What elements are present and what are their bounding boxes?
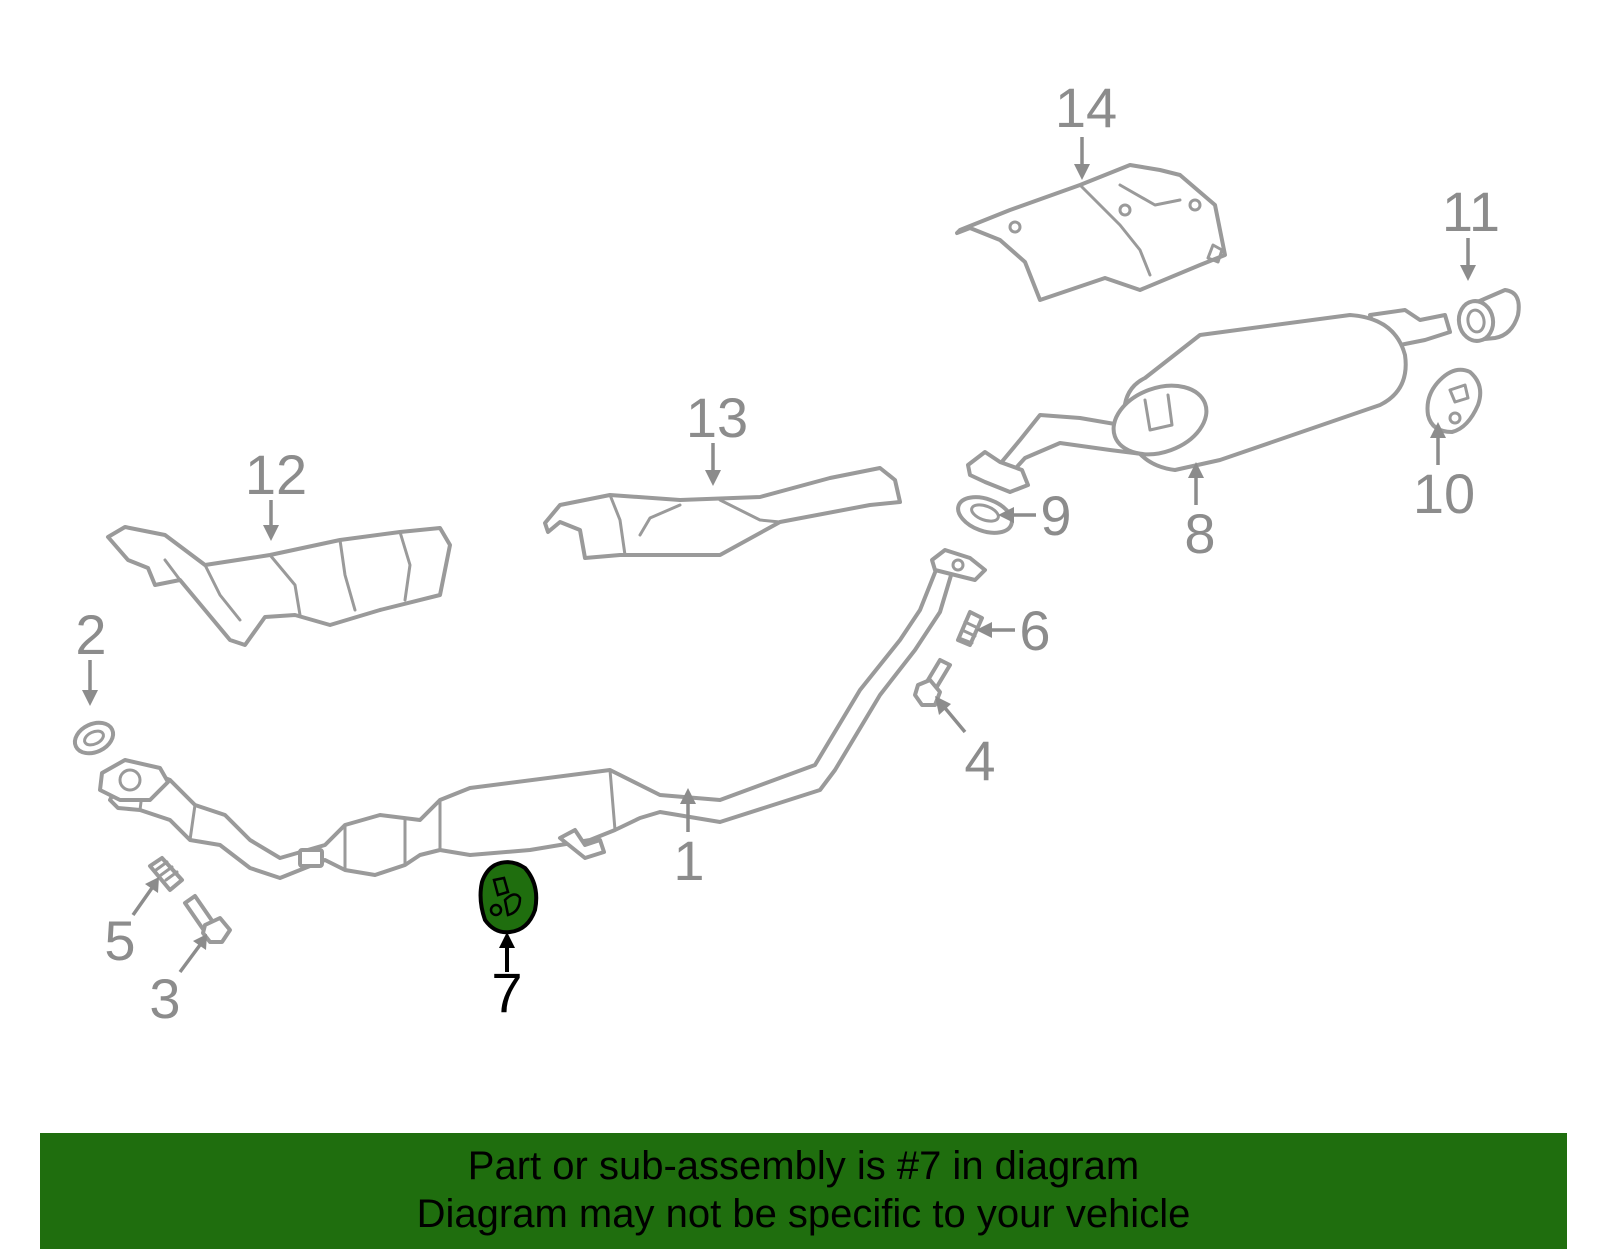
callout-13: 13 [686, 386, 748, 449]
callout-1: 1 [673, 829, 704, 892]
callout-7-highlighted: 7 [491, 961, 522, 1024]
gasket-9[interactable] [953, 490, 1017, 539]
heat-shield-12[interactable] [106, 525, 452, 647]
hanger-7-highlighted[interactable] [478, 860, 539, 935]
gasket-2[interactable] [70, 717, 118, 759]
front-pipe-1[interactable] [98, 548, 987, 880]
banner-line-disclaimer: Diagram may not be specific to your vehi… [416, 1192, 1191, 1236]
bolt-3[interactable] [183, 894, 232, 944]
stud-5[interactable] [148, 856, 184, 892]
callout-arrows [82, 137, 1476, 974]
hanger-10[interactable] [1425, 367, 1483, 434]
callout-5: 5 [104, 909, 135, 972]
callout-2: 2 [75, 603, 106, 666]
callout-8: 8 [1184, 502, 1215, 565]
heat-shield-14[interactable] [955, 163, 1227, 302]
callout-14: 14 [1055, 76, 1117, 139]
part-info-banner: Part or sub-assembly is #7 in diagram Di… [40, 1133, 1567, 1249]
callout-6: 6 [1019, 599, 1050, 662]
banner-line-part: Part or sub-assembly is #7 in diagram [467, 1144, 1140, 1188]
heat-shield-13[interactable] [543, 466, 902, 560]
stud-6[interactable] [956, 610, 984, 647]
tail-tip-11[interactable] [1456, 288, 1521, 344]
callout-10: 10 [1413, 462, 1475, 525]
callout-11: 11 [1442, 180, 1500, 243]
callout-9: 9 [1040, 484, 1071, 547]
callout-4: 4 [964, 729, 995, 792]
muffler-8[interactable] [966, 308, 1452, 494]
bolt-4[interactable] [913, 658, 952, 707]
callout-12: 12 [245, 443, 307, 506]
callout-3: 3 [149, 967, 180, 1030]
